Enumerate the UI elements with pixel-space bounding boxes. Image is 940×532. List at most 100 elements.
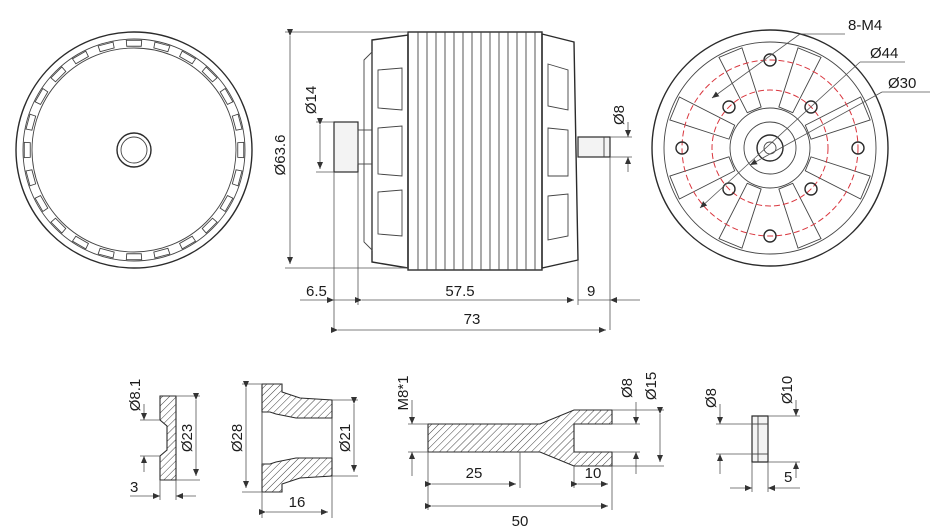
bearing-seat <box>357 129 373 165</box>
shaft-length-label: 9 <box>587 283 595 300</box>
bolt-circle-30 <box>711 89 829 207</box>
spoke <box>804 96 871 140</box>
adapter-shaft-section <box>427 409 613 467</box>
rear-vent-slot <box>153 247 171 259</box>
rear-vent-slot <box>201 217 218 234</box>
front-lip <box>363 50 373 252</box>
adapter-cone-part: Ø28 Ø21 16 <box>229 381 358 518</box>
adapter-inner-label: Ø21 <box>337 424 354 452</box>
sleeve-outer-label: Ø10 <box>779 376 796 404</box>
thread-length-label: 25 <box>466 465 483 482</box>
adapter-cone-lower <box>261 457 333 493</box>
front-window-2 <box>377 125 403 177</box>
rear-vent-slot <box>231 169 243 187</box>
rear-center-bore <box>116 132 152 168</box>
front-outer-rim <box>651 29 889 267</box>
washer-thickness-label: 3 <box>130 479 138 496</box>
rear-face <box>31 47 237 253</box>
adapter-cone-upper <box>261 383 333 419</box>
rear-vent-slot <box>23 141 31 159</box>
rear-vent-slot <box>34 194 49 213</box>
stub-length-label: 10 <box>585 465 602 482</box>
hub-bore <box>756 134 784 162</box>
hub-outer <box>729 107 811 189</box>
rear-vent-slot <box>231 113 243 131</box>
spoke <box>718 47 762 114</box>
rear-center-bore-inner <box>120 136 148 164</box>
bolt-circle-44 <box>681 59 859 237</box>
rear-vent-slot <box>178 235 197 250</box>
body-length-label: 57.5 <box>445 283 474 300</box>
mounting-hole <box>722 100 736 114</box>
shaft-thread-label: M8*1 <box>395 375 412 410</box>
bearing-boss <box>333 121 359 173</box>
motor-diameter-label: Ø63.6 <box>272 135 289 176</box>
front-view <box>651 29 889 267</box>
rear-vent-slot <box>219 194 234 213</box>
spoke <box>778 182 822 249</box>
rear-vent-slot <box>201 66 218 83</box>
rear-outer-rim <box>15 31 253 269</box>
rear-vent-slot <box>71 50 90 65</box>
rear-vent-slot <box>125 253 143 261</box>
total-length-label: 73 <box>464 311 481 328</box>
rear-vent-slot <box>97 41 115 53</box>
adapter-shaft-part: M8*1 Ø8 Ø15 25 10 50 <box>395 372 664 530</box>
washer-diameter-label: Ø23 <box>179 424 196 452</box>
rear-vent-slot <box>25 113 37 131</box>
bolt-circle-44-label: Ø44 <box>870 45 898 62</box>
rear-vent-slot <box>237 141 245 159</box>
mounting-hole <box>804 182 818 196</box>
rear-vent-slot <box>71 235 90 250</box>
shaft-diameter-label: Ø8 <box>611 105 628 125</box>
front-bell <box>371 34 409 269</box>
rear-vent-slot <box>25 169 37 187</box>
mounting-hole <box>675 141 689 155</box>
rear-vent-slots <box>23 39 245 261</box>
washer-section <box>159 395 177 481</box>
bearing-diameter-label: Ø14 <box>303 86 320 114</box>
bolt-circle-30-label: Ø30 <box>888 75 916 92</box>
rear-window-1 <box>547 63 569 111</box>
mounting-hole <box>851 141 865 155</box>
spoke <box>718 182 762 249</box>
rear-view <box>15 31 253 269</box>
front-inner-rim <box>663 41 877 255</box>
rear-vent-slot <box>50 66 67 83</box>
front-window-3 <box>377 189 403 237</box>
side-view <box>333 31 611 271</box>
rear-inner-rim <box>22 38 246 262</box>
mounting-hole <box>722 182 736 196</box>
sleeve-length-label: 5 <box>784 469 792 486</box>
rear-vent-slot <box>153 41 171 53</box>
spoke <box>804 156 871 200</box>
rear-vent-slot <box>34 87 49 106</box>
front-window-1 <box>377 67 403 111</box>
rear-vent-slot <box>97 247 115 259</box>
front-offset-label: 6.5 <box>306 283 327 300</box>
motor-can <box>407 31 543 271</box>
hub-mid <box>743 121 797 175</box>
rear-vent-slot <box>125 39 143 47</box>
spoke <box>778 47 822 114</box>
mounting-holes <box>675 53 865 243</box>
adapter-shaft-large-label: Ø15 <box>643 372 660 400</box>
mounting-hole <box>804 100 818 114</box>
spoke <box>669 156 736 200</box>
sleeve-inner-label: Ø8 <box>703 388 720 408</box>
cooling-fins <box>417 32 536 270</box>
sleeve-part: Ø8 Ø10 5 <box>703 376 800 492</box>
bolt-spec-label: 8-M4 <box>848 17 882 34</box>
washer-part: Ø8.1 Ø23 3 <box>127 379 200 500</box>
front-spokes <box>669 47 871 249</box>
mounting-hole <box>763 229 777 243</box>
spoke <box>669 96 736 140</box>
rear-vent-slot <box>50 217 67 234</box>
rear-bell <box>541 33 579 269</box>
side-view-dimensions: Ø63.6 Ø14 Ø8 6.5 57.5 9 73 <box>272 29 640 333</box>
adapter-shaft-small-label: Ø8 <box>619 378 636 398</box>
rear-window-2 <box>547 127 569 177</box>
rear-vent-slot <box>178 50 197 65</box>
